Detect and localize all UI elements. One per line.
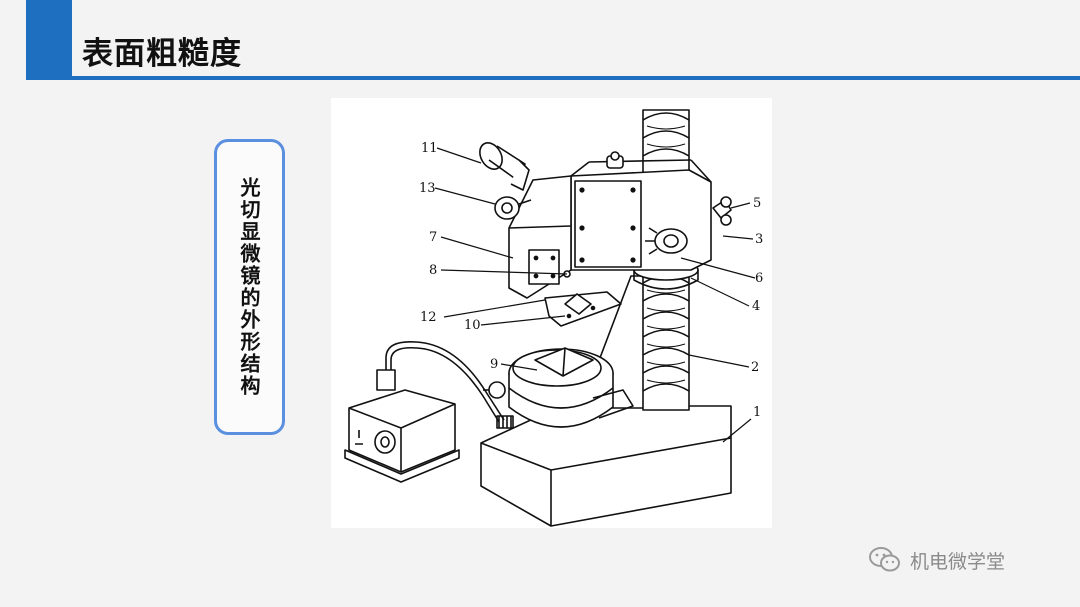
- watermark-text: 机电微学堂: [910, 550, 1006, 573]
- power-supply: [344, 341, 505, 483]
- side-label: 光切显微镜的外形结构: [237, 177, 261, 397]
- callout-9: 9: [490, 357, 498, 372]
- callout-12: 12: [420, 310, 437, 325]
- callout-5: 5: [753, 196, 761, 211]
- stage: [483, 347, 634, 429]
- wechat-icon: [869, 547, 900, 572]
- title-underline: [26, 76, 1080, 80]
- optical-head: [508, 175, 572, 299]
- objective-block: [544, 291, 622, 327]
- callout-4: 4: [752, 299, 760, 314]
- callout-1: 1: [753, 405, 761, 420]
- microscope-figure: 11 13 7 8 12 10 9 5 3 6 4 2 1: [331, 98, 772, 528]
- microscope-drawing: 11 13 7 8 12 10 9 5 3 6 4 2 1: [344, 109, 763, 527]
- callout-3: 3: [755, 232, 763, 247]
- watermark: 机电微学堂: [868, 545, 1005, 575]
- slide-title: 表面粗糙度: [82, 36, 242, 72]
- callout-6: 6: [755, 271, 763, 286]
- callout-13: 13: [419, 181, 436, 196]
- callout-10: 10: [464, 318, 481, 333]
- base: [480, 405, 732, 527]
- callout-11: 11: [421, 141, 438, 156]
- title-accent-bar: [26, 0, 72, 80]
- callout-8: 8: [429, 263, 437, 278]
- side-label-box: 光切显微镜的外形结构: [214, 139, 285, 435]
- carriage: [570, 151, 712, 271]
- eyepiece: [479, 142, 532, 220]
- callout-7: 7: [429, 230, 437, 245]
- callout-2: 2: [751, 360, 759, 375]
